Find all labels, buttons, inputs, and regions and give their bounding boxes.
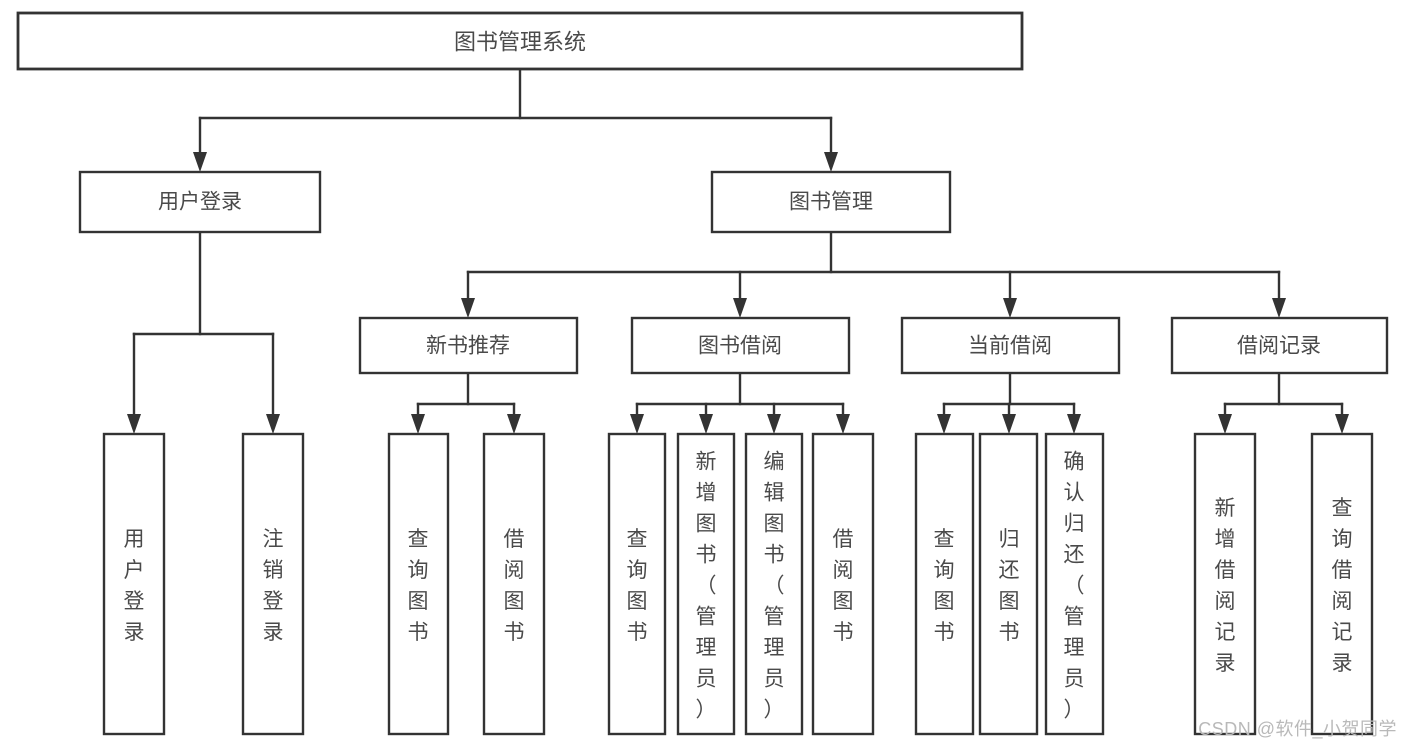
leaf-nodes-layer: 用户登录 注销登录 查询图书 借阅图书 查询图书 新增图书（管理员） 编辑图书（… [102, 432, 1374, 736]
node-current-borrow[interactable]: 当前借阅 [900, 316, 1121, 375]
node-book-management-label: 图书管理 [789, 191, 873, 214]
node-borrow-record[interactable]: 借阅记录 [1170, 316, 1389, 375]
connector-layer [127, 67, 1349, 434]
node-current-borrow-label: 当前借阅 [968, 335, 1052, 358]
leaf-box[interactable] [978, 432, 1039, 736]
leaf-box[interactable] [482, 432, 546, 736]
arrow-head-icon [507, 414, 521, 434]
leaf-box[interactable] [676, 432, 736, 736]
leaf-label: 借阅图书 [833, 528, 854, 644]
leaf-label: 查询图书 [408, 528, 429, 644]
arrow-head-icon [266, 414, 280, 434]
leaf-label: 新增借阅记录 [1215, 497, 1236, 675]
node-new-book-recommend-label: 新书推荐 [426, 335, 510, 358]
arrow-head-icon [767, 414, 781, 434]
leaf-node[interactable]: 查询借阅记录 [1310, 432, 1374, 736]
arrow-head-icon [1003, 298, 1017, 318]
arrow-head-icon [1335, 414, 1349, 434]
leaf-node[interactable]: 借阅图书 [811, 432, 875, 736]
leaf-box[interactable] [607, 432, 667, 736]
leaf-node[interactable]: 查询图书 [387, 432, 450, 736]
arrow-head-icon [127, 414, 141, 434]
node-book-management-box[interactable] [710, 170, 952, 234]
leaf-label: 新增图书（管理员） [696, 451, 717, 722]
node-new-book-recommend[interactable]: 新书推荐 [358, 316, 579, 375]
node-root-box[interactable] [16, 11, 1024, 71]
leaf-label: 确认归还（管理员） [1064, 451, 1085, 722]
node-root-label: 图书管理系统 [454, 30, 586, 55]
arrow-head-icon [937, 414, 951, 434]
arrow-head-icon [630, 414, 644, 434]
leaf-box[interactable] [1193, 432, 1257, 736]
arrow-head-icon [461, 298, 475, 318]
node-new-book-recommend-box[interactable] [358, 316, 579, 375]
node-user-login-label: 用户登录 [158, 191, 242, 214]
node-book-management[interactable]: 图书管理 [710, 170, 952, 234]
leaf-node[interactable]: 借阅图书 [482, 432, 546, 736]
node-borrow-record-label: 借阅记录 [1237, 335, 1321, 358]
leaf-node[interactable]: 查询图书 [914, 432, 975, 736]
arrow-head-icon [1002, 414, 1016, 434]
leaf-box[interactable] [811, 432, 875, 736]
leaf-node[interactable]: 用户登录 [102, 432, 166, 736]
leaf-label: 查询图书 [627, 528, 648, 644]
leaf-box[interactable] [1310, 432, 1374, 736]
node-user-login-box[interactable] [78, 170, 322, 234]
arrow-head-icon [193, 152, 207, 172]
node-book-borrow-box[interactable] [630, 316, 851, 375]
leaf-label: 查询图书 [934, 528, 955, 644]
arrow-head-icon [1218, 414, 1232, 434]
leaf-label: 注销登录 [263, 528, 284, 644]
leaf-node[interactable]: 新增图书（管理员） [676, 432, 736, 736]
arrow-head-icon [733, 298, 747, 318]
leaf-box[interactable] [241, 432, 305, 736]
arrow-head-icon [699, 414, 713, 434]
arrow-head-icon [824, 152, 838, 172]
leaf-node[interactable]: 查询图书 [607, 432, 667, 736]
leaf-node[interactable]: 新增借阅记录 [1193, 432, 1257, 736]
leaf-box[interactable] [914, 432, 975, 736]
arrow-head-icon [1272, 298, 1286, 318]
node-user-login[interactable]: 用户登录 [78, 170, 322, 234]
leaf-label: 查询借阅记录 [1332, 497, 1353, 675]
node-book-borrow[interactable]: 图书借阅 [630, 316, 851, 375]
arrow-head-icon [1067, 414, 1081, 434]
leaf-node[interactable]: 归还图书 [978, 432, 1039, 736]
leaf-label: 编辑图书（管理员） [764, 451, 785, 722]
node-book-borrow-label: 图书借阅 [698, 335, 782, 358]
leaf-box[interactable] [744, 432, 804, 736]
leaf-box[interactable] [102, 432, 166, 736]
leaf-label: 归还图书 [999, 528, 1020, 644]
node-current-borrow-box[interactable] [900, 316, 1121, 375]
leaf-box[interactable] [387, 432, 450, 736]
leaf-node[interactable]: 注销登录 [241, 432, 305, 736]
leaf-node[interactable]: 确认归还（管理员） [1044, 432, 1105, 736]
arrow-head-icon [411, 414, 425, 434]
leaf-label: 借阅图书 [504, 528, 525, 644]
leaf-node[interactable]: 编辑图书（管理员） [744, 432, 804, 736]
node-root[interactable]: 图书管理系统 [16, 11, 1024, 71]
leaf-box[interactable] [1044, 432, 1105, 736]
arrow-head-icon [836, 414, 850, 434]
leaf-label: 用户登录 [124, 528, 145, 644]
node-borrow-record-box[interactable] [1170, 316, 1389, 375]
